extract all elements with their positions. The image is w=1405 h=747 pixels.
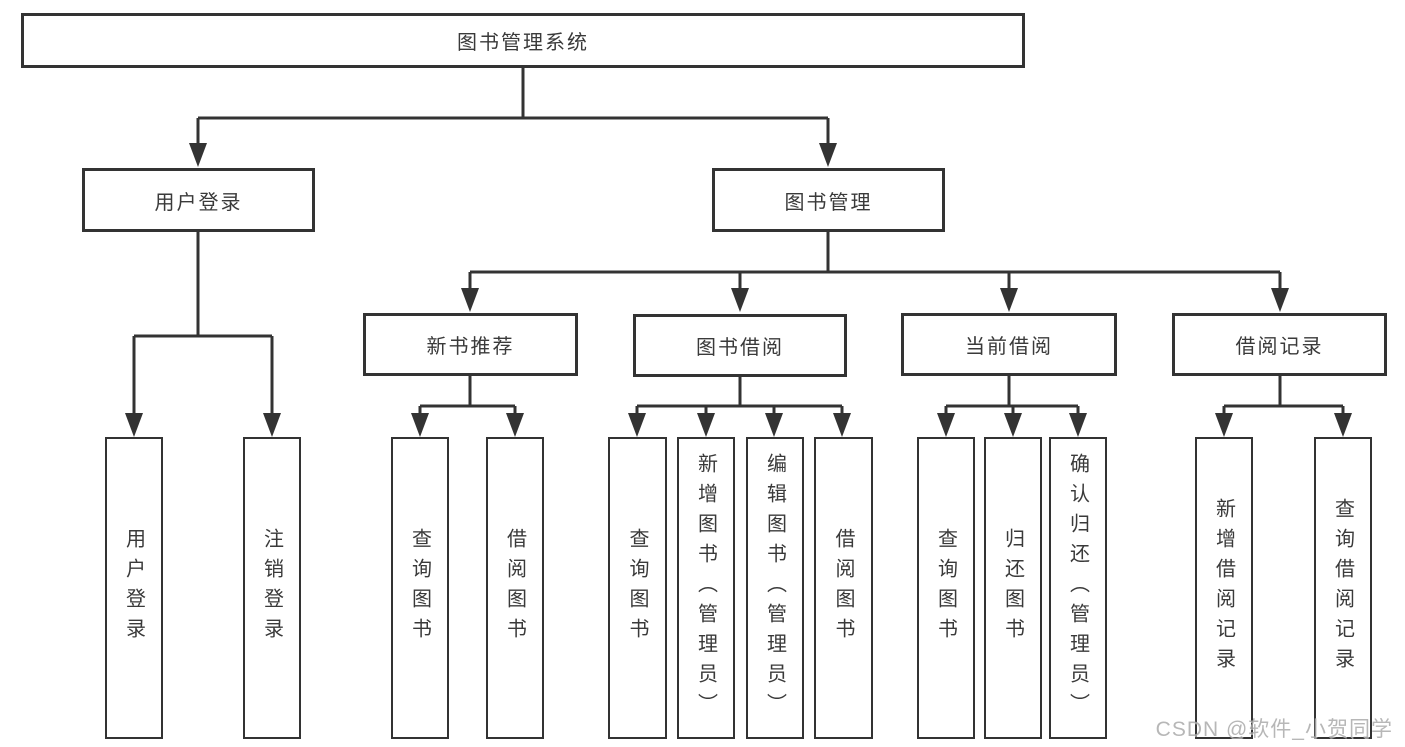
leaf-label: 借阅图书 — [503, 528, 526, 648]
node-leaf-confirm-return-admin: 确认归还（管理员） — [1049, 437, 1107, 739]
node-current-borrow: 当前借阅 — [901, 313, 1117, 376]
node-leaf-edit-book-admin: 编辑图书（管理员） — [746, 437, 804, 739]
leaf-label: 查询图书 — [408, 528, 431, 648]
node-leaf-add-borrow-record: 新增借阅记录 — [1195, 437, 1253, 739]
leaf-label: 查询借阅记录 — [1331, 498, 1354, 678]
leaf-label: 编辑图书（管理员） — [763, 453, 786, 723]
connector-book-borrow-branch — [635, 377, 844, 415]
arrowheads-current-borrow-branch — [937, 413, 1087, 437]
node-book-borrow: 图书借阅 — [633, 314, 847, 377]
arrowheads-borrow-records-branch — [1215, 413, 1352, 437]
arrowheads-root-branch — [189, 143, 837, 167]
node-root-library-system: 图书管理系统 — [21, 13, 1025, 68]
node-leaf-query-borrow-record: 查询借阅记录 — [1314, 437, 1372, 739]
leaf-label: 归还图书 — [1001, 528, 1024, 648]
node-leaf-query-books-recommend: 查询图书 — [391, 437, 449, 739]
leaf-label: 查询图书 — [626, 528, 648, 648]
node-borrow-records: 借阅记录 — [1172, 313, 1387, 376]
arrowheads-new-book-branch — [411, 413, 524, 437]
node-new-book-recommend: 新书推荐 — [363, 313, 578, 376]
connector-root-branch — [196, 68, 830, 145]
csdn-watermark: CSDN @软件_小贺同学 — [1155, 718, 1393, 741]
node-leaf-borrow-books: 借阅图书 — [814, 437, 873, 739]
connector-user-login-branch — [132, 232, 274, 415]
node-leaf-user-login: 用户登录 — [105, 437, 163, 739]
arrowheads-book-borrow-branch — [628, 413, 851, 437]
node-user-login: 用户登录 — [82, 168, 315, 232]
leaf-label: 查询图书 — [934, 528, 957, 648]
leaf-label: 新增图书（管理员） — [694, 453, 717, 723]
arrowheads-user-login-branch — [125, 413, 281, 437]
leaf-label: 用户登录 — [122, 528, 145, 648]
node-leaf-query-books-current: 查询图书 — [917, 437, 975, 739]
connector-current-borrow-branch — [944, 376, 1080, 415]
arrowheads-book-management-branch — [461, 288, 1289, 312]
leaf-label: 注销登录 — [260, 528, 283, 648]
node-leaf-add-book-admin: 新增图书（管理员） — [677, 437, 735, 739]
node-leaf-return-book: 归还图书 — [984, 437, 1042, 739]
connector-book-management-branch — [468, 232, 1282, 290]
node-leaf-borrow-books-recommend: 借阅图书 — [486, 437, 544, 739]
leaf-label: 确认归还（管理员） — [1066, 453, 1089, 723]
leaf-label: 新增借阅记录 — [1212, 498, 1235, 678]
leaf-label: 借阅图书 — [832, 528, 854, 648]
connector-new-book-branch — [418, 376, 517, 415]
node-leaf-query-books-borrow: 查询图书 — [608, 437, 667, 739]
node-book-management: 图书管理 — [712, 168, 945, 232]
connector-borrow-records-branch — [1222, 376, 1345, 415]
node-leaf-logout: 注销登录 — [243, 437, 301, 739]
